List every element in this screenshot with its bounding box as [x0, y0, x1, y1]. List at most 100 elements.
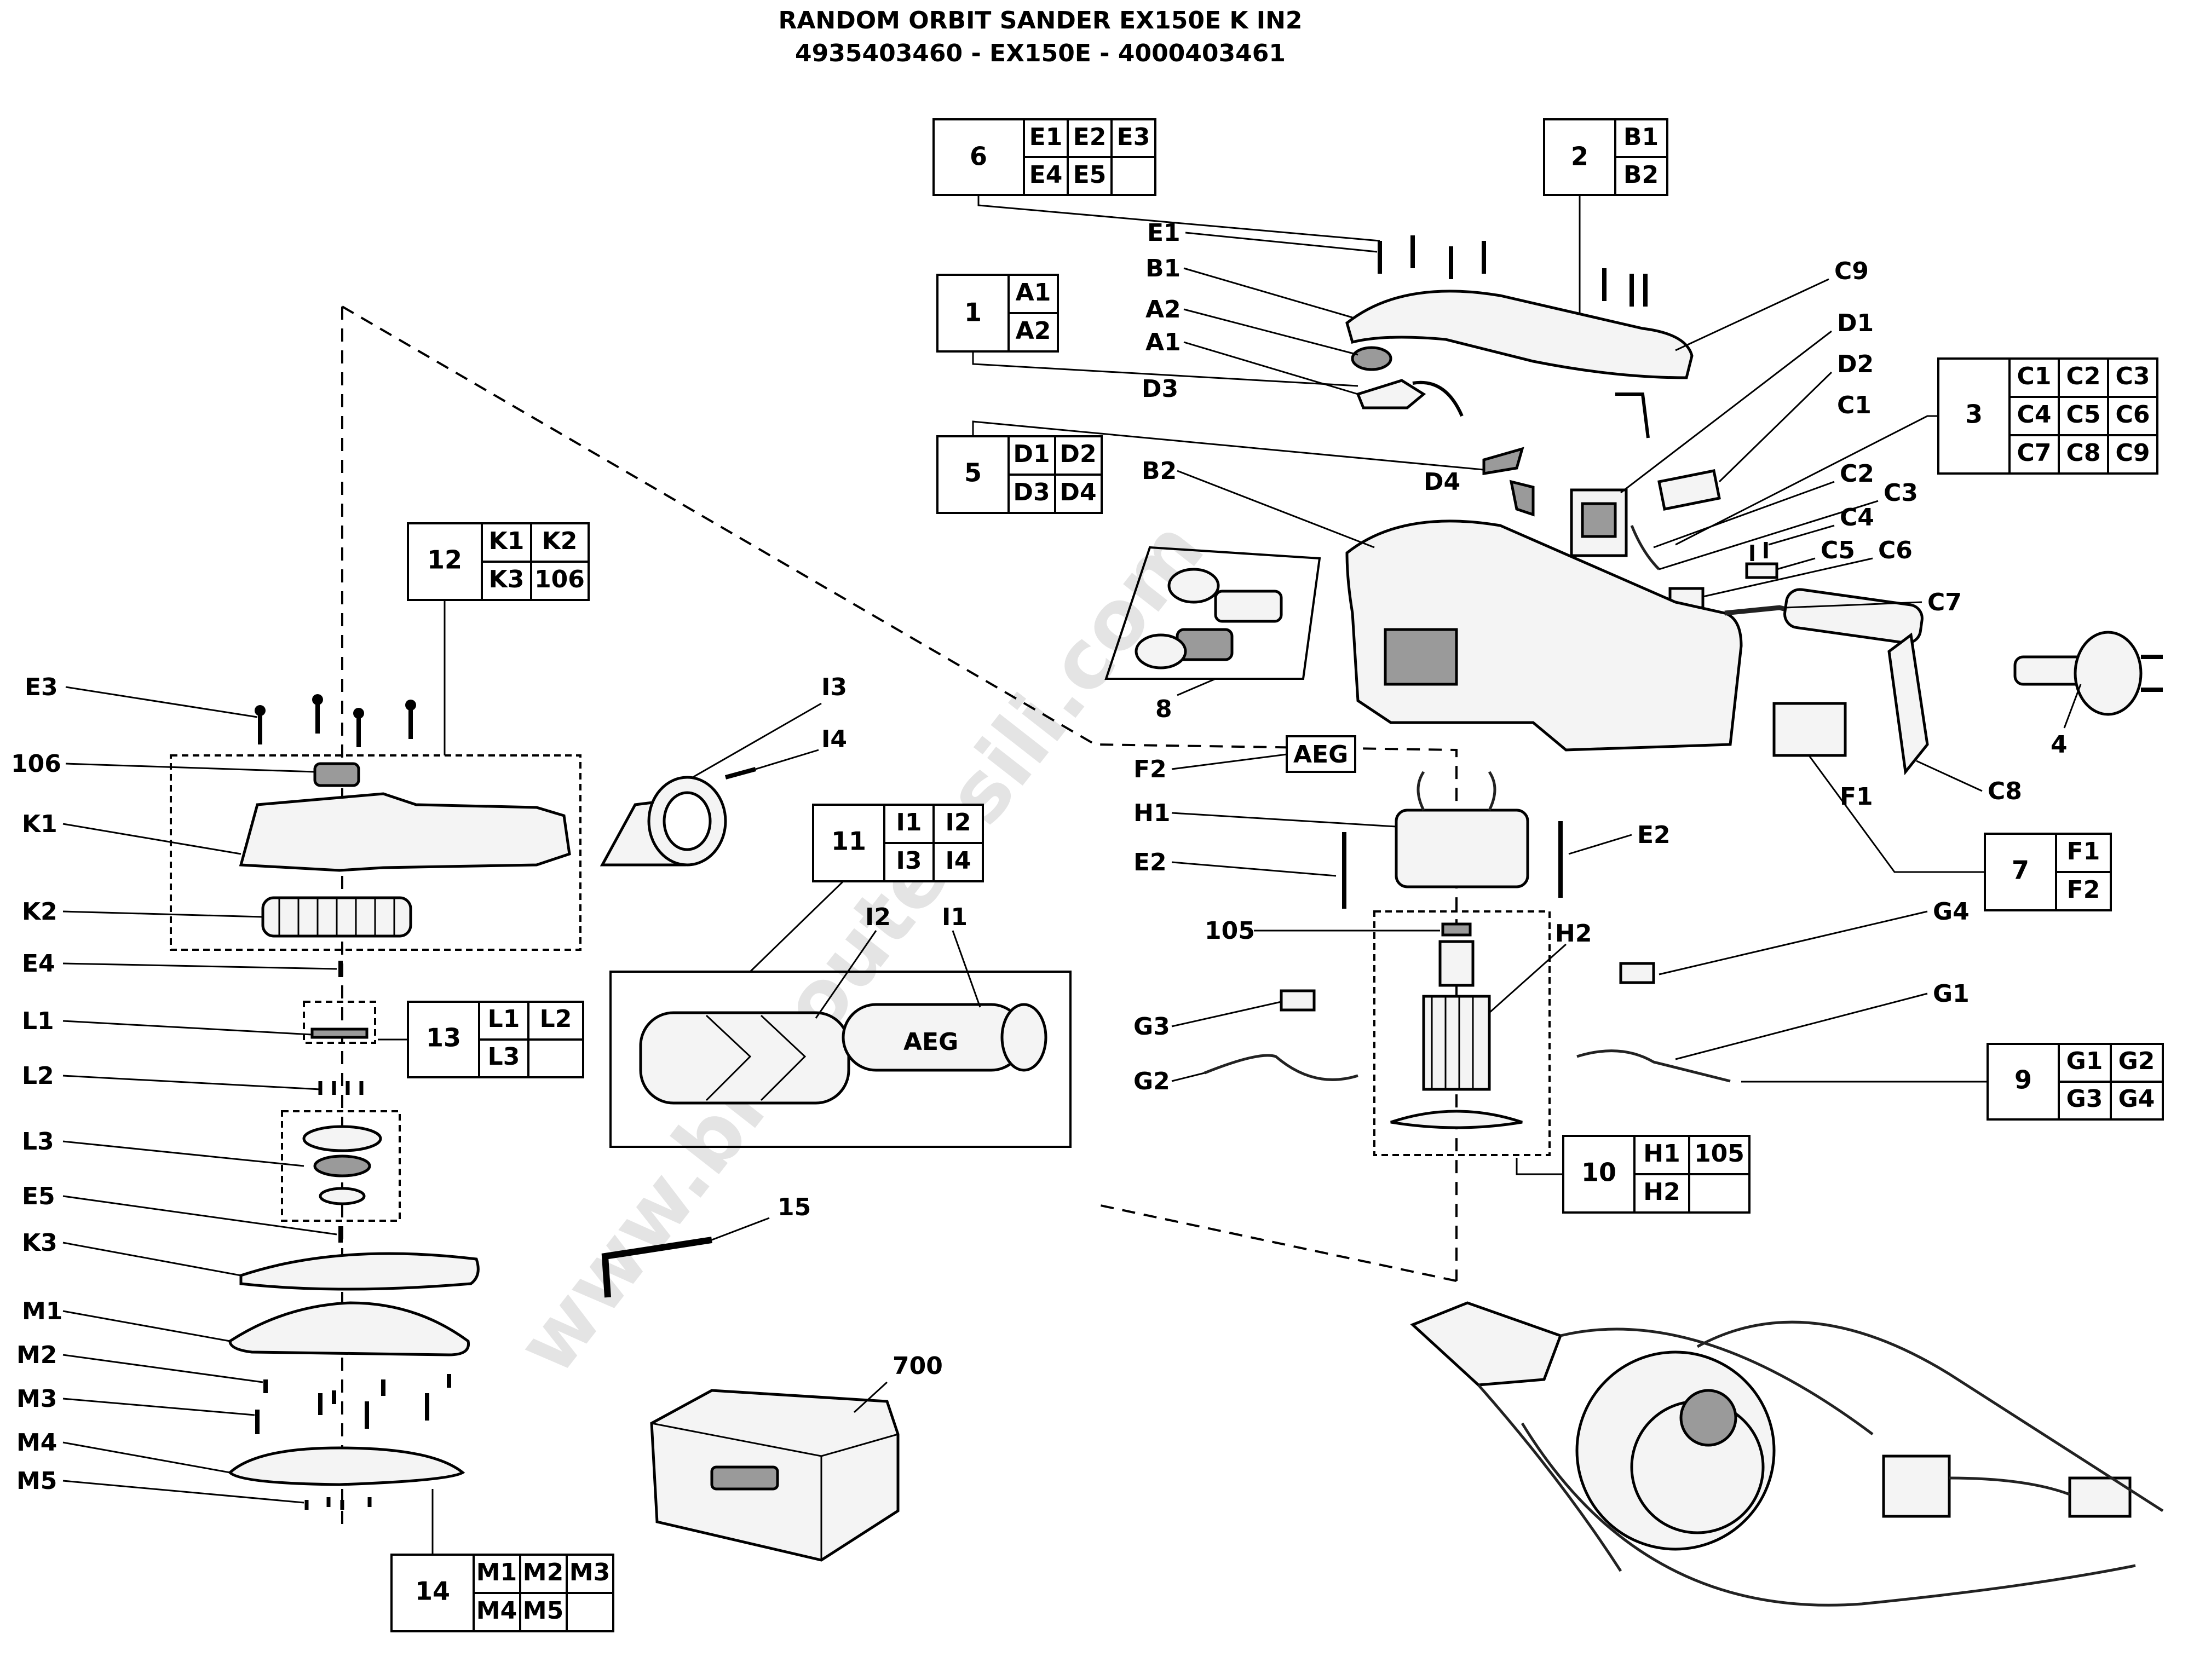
group-table-2: 2 B1 B2 — [1543, 118, 1668, 196]
speed-wheel-a2 — [1351, 346, 1392, 371]
callout: K3 — [22, 1229, 57, 1257]
callout: E2 — [1133, 848, 1167, 876]
svg-text:C8: C8 — [2066, 439, 2101, 467]
counterweight-l3 — [302, 1125, 382, 1152]
svg-text:7: 7 — [2012, 856, 2029, 885]
group-table-14: 14 M1 M2 M3 M4 M5 — [390, 1554, 614, 1632]
screws-e1 — [1378, 235, 1648, 307]
callout: C9 — [1834, 257, 1869, 285]
screw-i4 — [724, 767, 757, 780]
callout: H1 — [1133, 799, 1170, 827]
group-table-6: 6 E1 E2 E3 E4 E5 — [932, 118, 1156, 196]
svg-text:B2: B2 — [1623, 161, 1659, 189]
dust-canister-frame — [609, 971, 1072, 1148]
brush-holder-g4 — [1619, 962, 1655, 984]
model-numbers: 4935403460 - EX150E - 4000403461 — [795, 39, 1286, 67]
callout: C5 — [1821, 536, 1855, 564]
side-handle-frame-8 — [1104, 546, 1321, 680]
svg-text:B1: B1 — [1623, 123, 1659, 151]
callout: E5 — [22, 1182, 55, 1210]
clamp-c5 — [1745, 562, 1778, 579]
svg-text:13: 13 — [426, 1023, 461, 1053]
svg-text:K1: K1 — [489, 527, 525, 555]
callout: L2 — [22, 1062, 54, 1090]
housing-vent — [1384, 628, 1458, 686]
screws-l2 — [318, 1081, 364, 1095]
switch-part-d4 — [1509, 480, 1535, 517]
callout: C3 — [1884, 479, 1918, 507]
filter-tube-i1 — [842, 1003, 1047, 1072]
wire-c3 — [1630, 525, 1660, 570]
svg-text:A1: A1 — [1016, 279, 1051, 307]
callout: G4 — [1933, 898, 1970, 926]
svg-text:E5: E5 — [1073, 161, 1107, 189]
dust-port-i3 — [600, 776, 727, 867]
callout: D3 — [1142, 375, 1178, 403]
svg-text:10: 10 — [1581, 1158, 1616, 1187]
svg-text:D1: D1 — [1013, 440, 1050, 468]
svg-text:D4: D4 — [1060, 478, 1096, 506]
svg-text:F1: F1 — [2067, 838, 2100, 865]
svg-text:E2: E2 — [1073, 123, 1107, 151]
svg-text:5: 5 — [964, 458, 982, 488]
brush-holder-g3 — [1280, 989, 1316, 1012]
plug-4 — [2013, 631, 2163, 716]
svg-text:G1: G1 — [2066, 1047, 2103, 1075]
svg-text:14: 14 — [415, 1577, 450, 1606]
callout: I4 — [821, 725, 847, 753]
callout: E2 — [1637, 821, 1671, 849]
svg-text:M5: M5 — [523, 1597, 563, 1625]
group-number: 6 — [970, 142, 987, 171]
callout: A2 — [1145, 296, 1181, 324]
group-table-10: 10 H1 105 H2 — [1562, 1135, 1751, 1214]
callout: M3 — [16, 1385, 57, 1413]
bearing-106 — [313, 762, 360, 787]
callout: 106 — [11, 750, 61, 778]
aeg-tube-logo: AEG — [903, 1028, 958, 1056]
callout: G2 — [1133, 1067, 1170, 1095]
svg-text:G2: G2 — [2118, 1047, 2155, 1075]
svg-text:C2: C2 — [2066, 362, 2101, 390]
screws-m2-m3 — [255, 1374, 451, 1434]
side-handle-8 — [1135, 568, 1283, 669]
svg-text:M3: M3 — [569, 1558, 610, 1586]
svg-text:L1: L1 — [488, 1005, 520, 1033]
fan-k2 — [261, 896, 412, 938]
svg-text:C3: C3 — [2116, 362, 2150, 390]
callout: F2 — [1133, 755, 1167, 783]
diagram-title: RANDOM ORBIT SANDER EX150E K IN2 — [778, 7, 1302, 34]
callout: C8 — [1988, 777, 2022, 805]
svg-text:G3: G3 — [2066, 1085, 2103, 1113]
bearing-plate-l1 — [310, 1027, 368, 1039]
group-table-12: 12 K1 K2 K3 106 — [407, 522, 590, 601]
svg-text:3: 3 — [1965, 400, 1983, 429]
callout: I1 — [942, 903, 968, 931]
svg-text:C6: C6 — [2116, 401, 2150, 429]
callout: I3 — [821, 673, 847, 701]
callout: I2 — [865, 903, 891, 931]
screws-c4 — [1750, 542, 1768, 561]
field-coil-h1 — [1395, 771, 1529, 888]
svg-text:L2: L2 — [540, 1005, 572, 1033]
callout: L3 — [22, 1128, 54, 1156]
callout: D4 — [1424, 468, 1460, 496]
group-table-5: 5 D1 D2 D3 D4 — [936, 435, 1103, 514]
svg-text:I2: I2 — [946, 809, 971, 836]
callout: M5 — [16, 1467, 57, 1495]
svg-text:9: 9 — [2014, 1065, 2032, 1095]
screws-e3 — [255, 694, 416, 747]
svg-text:F2: F2 — [2067, 876, 2100, 904]
brush-lead-g2 — [1204, 1054, 1358, 1081]
l3-frame — [281, 1110, 401, 1222]
svg-text:1: 1 — [964, 298, 982, 327]
callout: B1 — [1145, 255, 1181, 282]
svg-text:C4: C4 — [2017, 401, 2052, 429]
group-table-1: 1 A1 A2 — [936, 274, 1059, 353]
svg-text:I4: I4 — [946, 847, 971, 875]
callout: E1 — [1147, 219, 1181, 247]
callout: F1 — [1840, 783, 1873, 811]
callout: E3 — [25, 673, 58, 701]
brush-lead-g1 — [1576, 1049, 1731, 1083]
callout: 700 — [893, 1352, 943, 1380]
